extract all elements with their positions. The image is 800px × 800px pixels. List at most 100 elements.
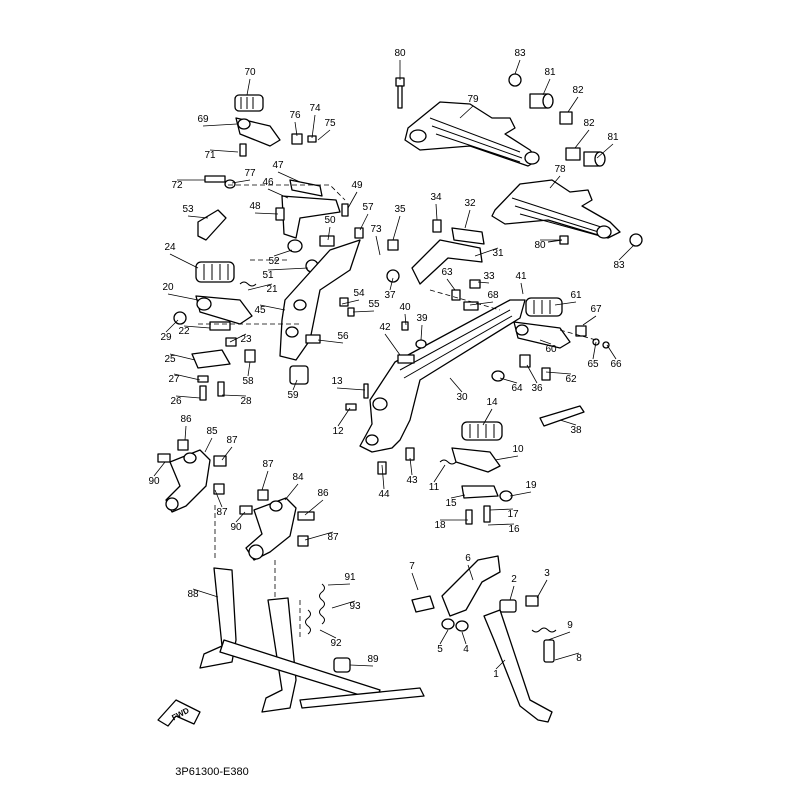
callout-leader-line: [311, 114, 316, 139]
callout-number: 8: [576, 653, 582, 664]
callout-number: 46: [262, 177, 274, 188]
stand-bracket-85: [165, 449, 211, 513]
callout-number: 45: [254, 305, 266, 316]
callout-number: 53: [182, 204, 194, 215]
callout-leader-line: [273, 249, 293, 257]
washers-4-5: [441, 618, 469, 632]
pads-54-59: [244, 227, 364, 385]
callout-number: 37: [384, 290, 396, 301]
callout-number: 70: [244, 67, 256, 78]
callout-leader-line: [267, 188, 289, 199]
footrest-10: [451, 447, 501, 473]
callout-leader-line: [284, 483, 299, 501]
callout-leader-line: [459, 105, 474, 119]
rear-footrest-bracket-upper: [404, 101, 540, 167]
callout-leader-line: [446, 278, 456, 291]
callout-leader-line: [184, 425, 187, 441]
callout-number: 12: [332, 426, 344, 437]
callout-number: 83: [613, 260, 625, 271]
callout-number: 69: [197, 114, 209, 125]
callout-number: 9: [567, 620, 573, 631]
rear-footrest-bracket-lower: [491, 179, 621, 239]
callout-number: 24: [164, 242, 176, 253]
callout-leader-line: [317, 339, 344, 344]
rod-38: [539, 405, 585, 427]
callout-number: 56: [337, 331, 349, 342]
footrest-bracket-45: [279, 239, 361, 361]
callout-leader-line: [347, 191, 358, 209]
callout-leader-line: [153, 461, 166, 477]
callout-leader-line: [204, 437, 213, 453]
callout-leader-line: [477, 281, 490, 284]
callout-leader-line: [420, 324, 423, 341]
callout-leader-line: [494, 455, 519, 461]
callout-number: 44: [378, 489, 390, 500]
callout-number: 55: [368, 299, 380, 310]
callout-leader-line: [464, 209, 471, 229]
sidestand-bracket-6: [441, 555, 501, 617]
pins-and-washers-22-29: [173, 311, 237, 401]
pad-32: [451, 227, 485, 245]
callout-leader-line: [592, 341, 597, 360]
callout-number: 51: [262, 270, 274, 281]
callout-number: 49: [351, 180, 363, 191]
callout-leader-line: [461, 631, 467, 645]
footrest-20: [195, 295, 253, 325]
callout-leader-line: [487, 523, 515, 526]
callout-leader-line: [411, 572, 419, 591]
callout-leader-line: [304, 531, 334, 541]
small-parts-62-68: [463, 301, 610, 382]
callout-leader-line: [596, 143, 614, 159]
callout-leader-line: [392, 215, 401, 241]
callout-number: 87: [262, 459, 274, 470]
callout-number: 63: [441, 267, 453, 278]
callout-leader-line: [545, 371, 572, 375]
sidestand-1: [483, 609, 553, 723]
springs-91-93: [305, 583, 325, 635]
callout-number: 19: [525, 480, 537, 491]
footrest-rubber-70: [234, 94, 264, 112]
callout-leader-line: [547, 631, 571, 641]
callout-leader-line: [536, 579, 548, 599]
callout-number: 31: [492, 248, 504, 259]
callout-number: 80: [534, 240, 546, 251]
callout-leader-line: [375, 235, 381, 256]
callout-number: 40: [399, 302, 411, 313]
callout-leader-line: [450, 494, 466, 499]
callout-leader-line: [183, 325, 211, 329]
callout-leader-line: [235, 511, 246, 523]
collars-and-washers-81-83: [508, 73, 643, 247]
main-stand-88: [199, 567, 425, 713]
callout-leader-line: [549, 175, 561, 189]
callout-number: 34: [430, 192, 442, 203]
callout-leader-line: [277, 171, 301, 183]
callout-number: 18: [434, 520, 446, 531]
callout-number: 87: [226, 435, 238, 446]
callout-number: 60: [545, 344, 557, 355]
callout-leader-line: [526, 364, 538, 384]
callout-leader-line: [542, 78, 551, 96]
callout-leader-line: [474, 247, 499, 257]
callout-number: 15: [445, 498, 457, 509]
callout-leader-line: [259, 304, 286, 311]
callout-leader-line: [495, 659, 506, 670]
callout-leader-line: [202, 123, 238, 127]
callout-number: 6: [465, 553, 471, 564]
callout-leader-line: [509, 491, 532, 497]
callout-number: 33: [483, 271, 495, 282]
callout-number: 16: [508, 524, 520, 535]
callout-number: 38: [570, 425, 582, 436]
callout-leader-line: [574, 129, 590, 149]
callout-leader-line: [327, 226, 331, 241]
callout-leader-line: [209, 149, 239, 153]
callout-leader-line: [267, 267, 309, 271]
callout-leader-line: [337, 407, 351, 427]
callout-number: 3: [544, 568, 550, 579]
callout-leader-line: [554, 301, 577, 306]
callout-number: 75: [324, 118, 336, 129]
callout-number: 25: [164, 354, 176, 365]
callout-number: 64: [511, 383, 523, 394]
callout-number: 52: [268, 256, 280, 267]
